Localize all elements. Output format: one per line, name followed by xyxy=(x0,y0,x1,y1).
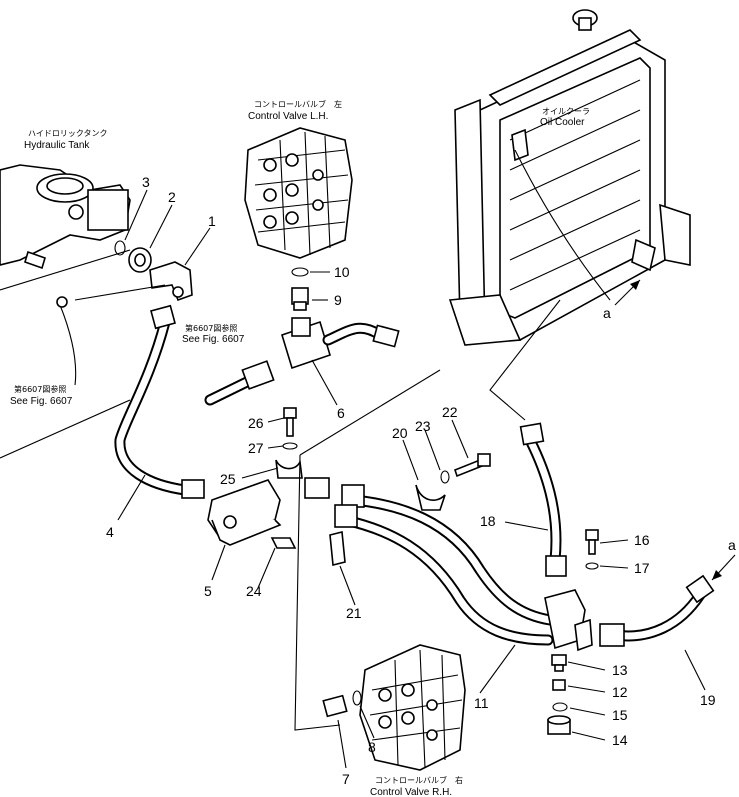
callout-a-top: a xyxy=(603,305,611,321)
arrow-a-right xyxy=(711,554,736,581)
nut-2 xyxy=(128,247,152,273)
callout-22: 22 xyxy=(442,404,458,420)
washer-27 xyxy=(282,442,298,450)
hydraulic-tank xyxy=(0,164,131,459)
callout-8: 8 xyxy=(368,739,376,755)
callout-24: 24 xyxy=(246,583,262,599)
plug-13 xyxy=(551,654,567,672)
plate-24 xyxy=(270,537,297,549)
caption-control-valve-rh-jp: コントロールバルブ 右 xyxy=(375,775,463,785)
callout-10: 10 xyxy=(334,264,350,280)
plate-21 xyxy=(329,530,346,567)
washer-23 xyxy=(440,470,450,484)
arrow-a-top xyxy=(614,279,641,306)
callout-18: 18 xyxy=(480,513,496,529)
callout-15: 15 xyxy=(612,707,628,723)
caption-see-fig-en-a: See Fig. 6607 xyxy=(182,334,245,345)
callout-23: 23 xyxy=(415,418,431,434)
callout-12: 12 xyxy=(612,684,628,700)
clamp-25 xyxy=(275,459,303,479)
plug-12 xyxy=(552,679,566,691)
oring-3 xyxy=(114,240,126,256)
oring-8 xyxy=(352,690,362,706)
bolt-26 xyxy=(283,407,297,437)
hose-4 xyxy=(114,304,205,499)
block-5 xyxy=(207,477,330,546)
callout-1: 1 xyxy=(208,213,216,229)
control-valve-rh xyxy=(359,644,466,771)
caption-hydraulic-tank-en: Hydraulic Tank xyxy=(24,140,90,151)
clamp-20 xyxy=(415,484,446,511)
caption-oil-cooler-jp: オイルクーラ xyxy=(542,107,590,116)
callout-16: 16 xyxy=(634,532,650,548)
callout-9: 9 xyxy=(334,292,342,308)
hose-18 xyxy=(519,422,567,577)
cap-14 xyxy=(547,715,571,735)
oring-10 xyxy=(291,267,309,277)
caption-see-fig-jp-b: 第6607図参照 xyxy=(14,384,66,394)
callout-26: 26 xyxy=(248,415,264,431)
callout-19: 19 xyxy=(700,692,716,708)
fitting-7 xyxy=(322,694,348,718)
callout-25: 25 xyxy=(220,471,236,487)
caption-see-fig-en-b: See Fig. 6607 xyxy=(10,396,73,407)
fitting-9 xyxy=(291,287,309,311)
caption-control-valve-rh-en: Control Valve R.H. xyxy=(370,787,452,797)
bolt-22 xyxy=(454,453,491,478)
callout-a-right: a xyxy=(728,537,736,553)
callout-27: 27 xyxy=(248,440,264,456)
hose-stub-left xyxy=(56,296,77,386)
leader-lines xyxy=(117,189,706,769)
oil-cooler xyxy=(448,9,691,346)
caption-see-fig-jp-a: 第6607図参照 xyxy=(185,323,237,333)
callout-5: 5 xyxy=(204,583,212,599)
callout-2: 2 xyxy=(168,189,176,205)
tee-6 xyxy=(204,317,400,406)
bolt-16 xyxy=(585,529,599,555)
callout-4: 4 xyxy=(106,524,114,540)
callout-14: 14 xyxy=(612,732,628,748)
caption-control-valve-lh-jp: コントロールバルブ 左 xyxy=(254,99,342,109)
caption-oil-cooler-en: Oil Cooler xyxy=(540,117,585,128)
callout-21: 21 xyxy=(346,605,362,621)
caption-control-valve-lh-en: Control Valve L.H. xyxy=(248,111,328,122)
hose-19 xyxy=(599,574,715,647)
callout-6: 6 xyxy=(337,405,345,421)
callout-3: 3 xyxy=(142,174,150,190)
tube-11 xyxy=(334,484,593,652)
control-valve-lh xyxy=(244,127,353,259)
caption-hydraulic-tank-jp: ハイドロリックタンク xyxy=(28,129,108,138)
callout-17: 17 xyxy=(634,560,650,576)
washer-17 xyxy=(585,562,599,570)
callout-20: 20 xyxy=(392,425,408,441)
callout-11: 11 xyxy=(474,695,489,711)
reference-lines xyxy=(74,149,611,731)
elbow-1 xyxy=(149,261,193,302)
callout-7: 7 xyxy=(342,771,350,787)
oring-15 xyxy=(552,702,568,712)
callout-13: 13 xyxy=(612,662,628,678)
